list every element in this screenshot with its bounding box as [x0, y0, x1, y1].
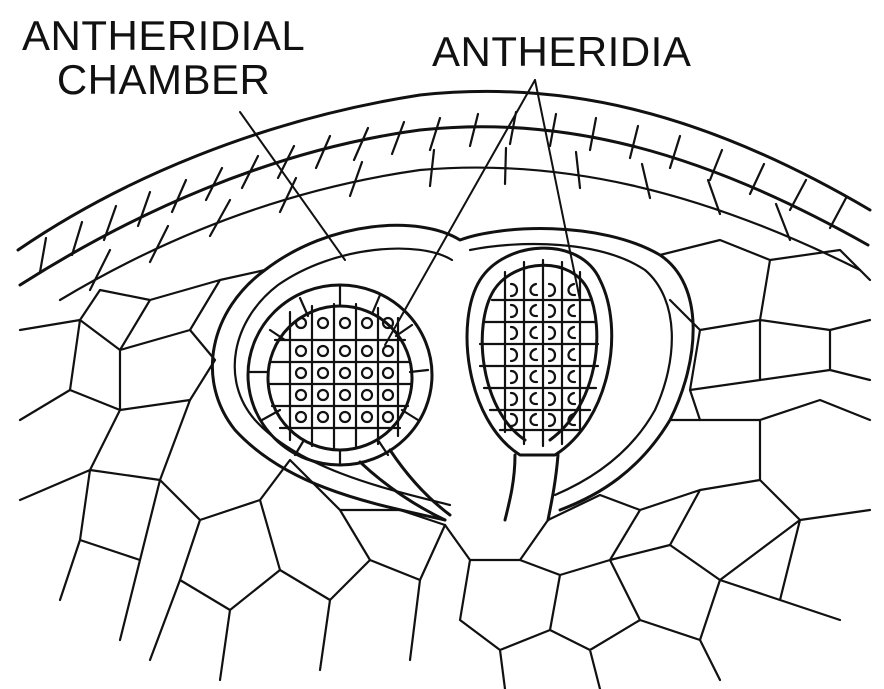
- sperm-round-mark: [296, 318, 306, 328]
- ventral-tissue-cells: [20, 240, 870, 689]
- antherozoid-mark: [549, 305, 555, 317]
- sperm-round-mark: [383, 368, 393, 378]
- sperm-round-mark: [340, 318, 350, 328]
- antherozoid-mark: [568, 327, 575, 338]
- antheridial-chamber: [212, 225, 693, 520]
- sperm-round-mark: [296, 412, 306, 422]
- label-antheridia: ANTHERIDIA: [432, 30, 691, 74]
- sperm-round-mark: [340, 368, 350, 378]
- antherozoid-mark: [530, 371, 537, 382]
- sperm-round-mark: [383, 390, 393, 400]
- antherozoid-mark: [530, 284, 537, 295]
- sperm-round-mark: [318, 318, 328, 328]
- antherozoid-mark: [549, 393, 555, 405]
- antherozoid-mark: [511, 305, 517, 317]
- leader-chamber: [240, 112, 345, 260]
- sperm-round-mark: [296, 368, 306, 378]
- antherozoid-mark: [511, 414, 517, 426]
- spermatogenous-cells-right: [480, 260, 598, 446]
- antherozoid-mark: [549, 414, 555, 426]
- antherozoid-mark: [511, 371, 517, 383]
- label-chamber-line1: ANTHERIDIAL: [22, 14, 305, 58]
- sperm-round-mark: [340, 412, 350, 422]
- antherozoid-mark: [511, 393, 517, 405]
- antherozoid-mark: [568, 305, 575, 316]
- antherozoid-mark: [568, 371, 575, 382]
- antherozoid-mark: [530, 349, 537, 360]
- sperm-round-mark: [383, 346, 393, 356]
- antherozoid-mark: [511, 327, 517, 339]
- antheridium-left: [248, 285, 450, 520]
- antherozoid-mark: [511, 284, 517, 296]
- sperm-round-mark: [318, 412, 328, 422]
- antheridium-right: [467, 248, 612, 520]
- sperm-round-mark: [362, 318, 372, 328]
- antherozoid-mark: [549, 327, 555, 339]
- sperm-round-mark: [383, 412, 393, 422]
- leader-lines: [240, 80, 580, 345]
- antherozoid-mark: [549, 349, 555, 361]
- sperm-round-mark: [318, 346, 328, 356]
- sperm-round-mark: [340, 390, 350, 400]
- sperm-round-mark: [340, 346, 350, 356]
- antherozoid-mark: [568, 349, 575, 360]
- antherozoid-mark: [530, 393, 537, 404]
- antherozoid-mark: [549, 371, 555, 383]
- antherozoid-mark: [530, 305, 537, 316]
- upper-epidermis: [18, 91, 870, 300]
- antherozoid-mark: [568, 284, 575, 295]
- antherozoid-mark: [549, 284, 555, 296]
- sperm-round-mark: [362, 390, 372, 400]
- sperm-round-mark: [362, 346, 372, 356]
- sperm-round-mark: [318, 390, 328, 400]
- antherozoid-mark: [511, 349, 517, 361]
- antherozoid-mark: [530, 327, 537, 338]
- sperm-round-mark: [362, 368, 372, 378]
- label-chamber-line2: CHAMBER: [22, 58, 305, 102]
- sperm-round-mark: [362, 412, 372, 422]
- antherozoid-mark: [530, 414, 537, 425]
- sperm-round-mark: [296, 390, 306, 400]
- sperm-round-mark: [318, 368, 328, 378]
- sperm-round-mark: [296, 346, 306, 356]
- antherozoid-mark: [568, 393, 575, 404]
- label-antheridial-chamber: ANTHERIDIAL CHAMBER: [22, 14, 305, 102]
